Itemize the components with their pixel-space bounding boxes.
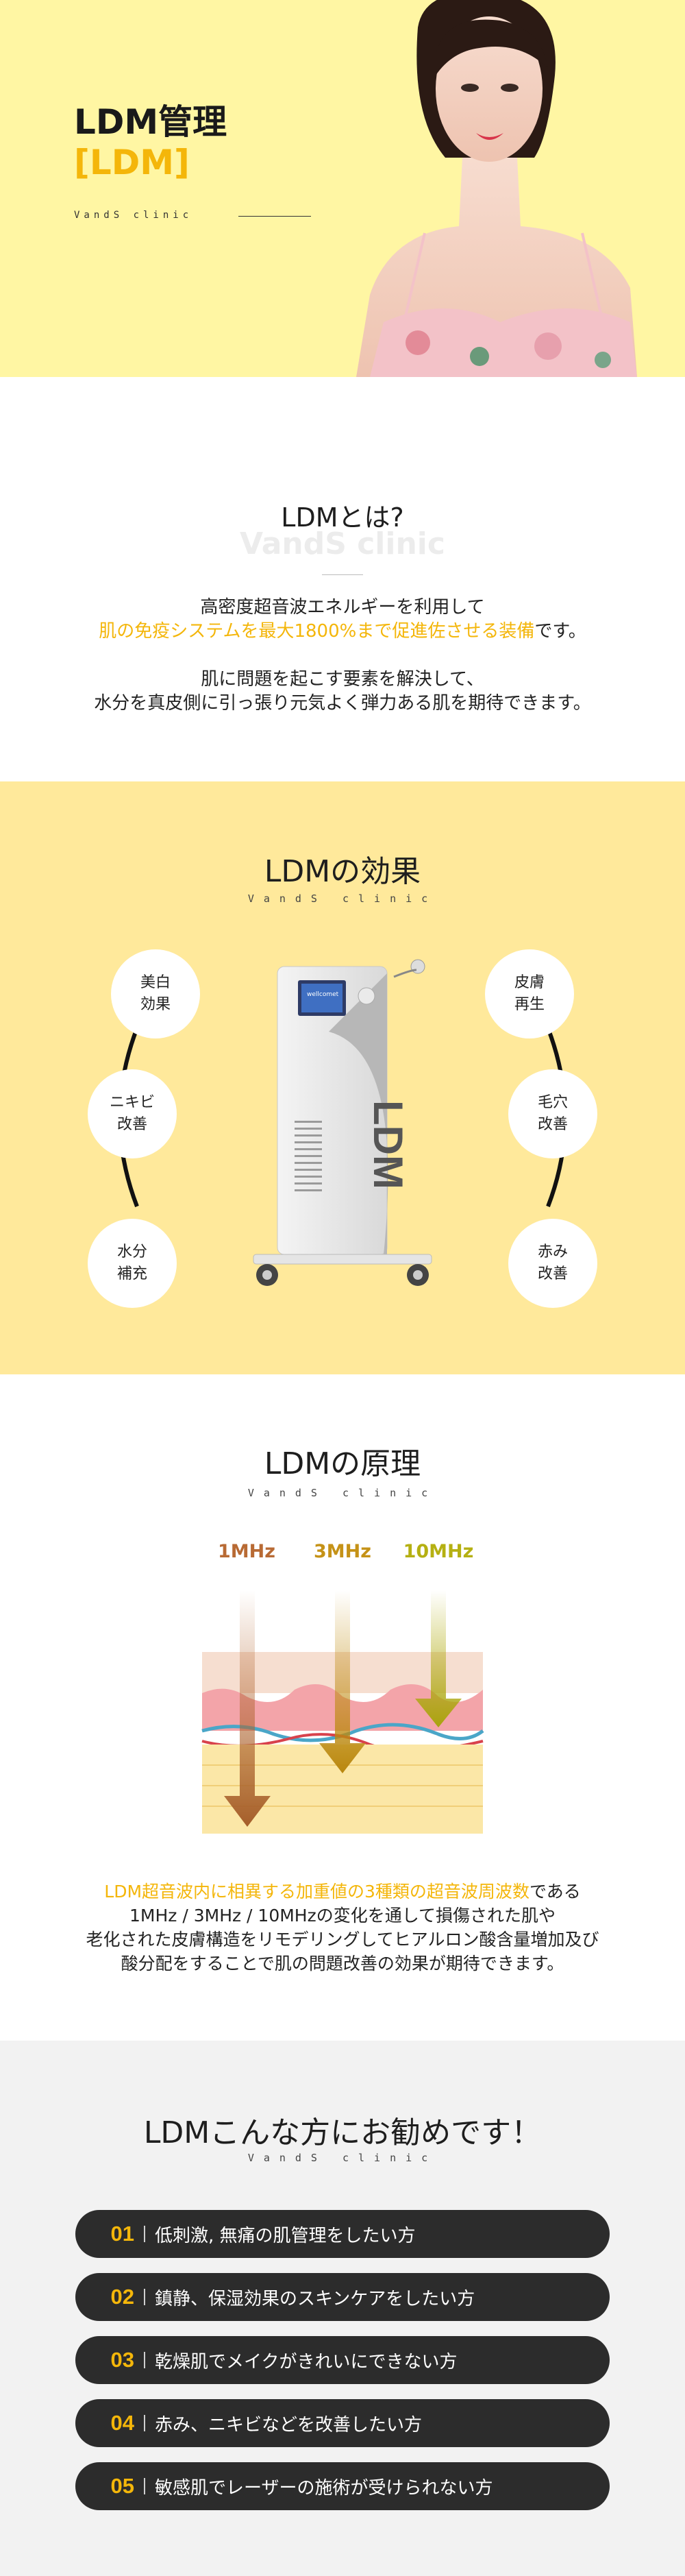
principle-title: LDMの原理 (264, 1446, 421, 1481)
skin-layer-diagram (201, 1590, 484, 1834)
principle-line-2: 1MHz / 3MHz / 10MHzの変化を通して損傷された肌や (129, 1906, 556, 1925)
recommend-brand: VandS clinic (247, 2152, 438, 2164)
effect-bubble-redness: 赤み 改善 (508, 1219, 597, 1308)
hero-brand: VandS clinic (74, 210, 193, 221)
recommend-item-divider (144, 2289, 145, 2305)
hero-subtitle: [LDM] (74, 143, 190, 182)
intro-highlight: 肌の免疫システムを最大1800%まで促進佐させる装備 (99, 621, 535, 642)
principle-brand: VandS clinic (247, 1487, 438, 1499)
recommend-item-text: 赤み、ニキビなどを改善したい方 (155, 2414, 423, 2435)
intro-title: LDMとは? (281, 502, 404, 533)
intro-line-2: 肌の免疫システムを最大1800%まで促進佐させる装備です。 (0, 617, 685, 642)
principle-line-3: 老化された皮膚構造をリモデリングしてヒアルロン酸含量増加及び (86, 1930, 599, 1949)
ldm-device-image: wellcomet LDM (253, 959, 432, 1286)
intro-line-1: 高密度超音波エネルギーを利用して (200, 597, 485, 618)
intro-line-2-rest: です。 (534, 621, 586, 642)
device-label-text: LDM (365, 1100, 411, 1189)
recommend-item-number: 01 (110, 2222, 134, 2246)
recommend-item-number: 03 (110, 2348, 134, 2372)
intro-line-4: 水分を真皮側に引っ張り元気よく弾力ある肌を期待できます。 (94, 693, 591, 714)
recommend-item: 05 敏感肌でレーザーの施術が受けられない方 (75, 2462, 610, 2510)
principle-line-1: LDM超音波内に相異する加重値の3種類の超音波周波数である (0, 1878, 685, 1903)
freq-label-3mhz: 3MHz (314, 1541, 371, 1562)
hero-section: LDM管理 [LDM] VandS clinic (0, 0, 685, 377)
recommend-item: 04 赤み、ニキビなどを改善したい方 (75, 2399, 610, 2447)
recommend-item-number: 05 (110, 2474, 134, 2498)
recommend-item: 01 低刺激, 無痛の肌管理をしたい方 (75, 2210, 610, 2258)
hero-title: LDM管理 (74, 102, 227, 142)
principle-line-4: 酸分配をすることで肌の問題改善の効果が期待できます。 (121, 1954, 564, 1973)
effect-bubble-whitening: 美白 効果 (111, 949, 200, 1038)
recommend-item-number: 02 (110, 2285, 134, 2309)
recommend-item: 03 乾燥肌でメイクがきれいにできない方 (75, 2336, 610, 2384)
freq-label-10mhz: 10MHz (403, 1541, 474, 1562)
hero-brand-line (238, 216, 311, 217)
effect-bubble-regeneration: 皮膚 再生 (485, 949, 574, 1038)
model-portrait-image (356, 0, 637, 377)
recommend-item-number: 04 (110, 2411, 134, 2435)
intro-line-3: 肌に問題を起こす要素を解決して、 (201, 669, 484, 690)
effects-section: LDMの効果 VandS clinic 美白 効果 ニキビ 改善 水分 補充 皮… (0, 781, 685, 1374)
principle-highlight: LDM超音波内に相異する加重値の3種類の超音波周波数 (104, 1882, 530, 1901)
recommend-item-text: 乾燥肌でメイクがきれいにできない方 (155, 2351, 458, 2372)
effect-bubble-pores: 毛穴 改善 (508, 1069, 597, 1158)
recommend-item: 02 鎮静、保湿効果のスキンケアをしたい方 (75, 2273, 610, 2321)
recommend-section: LDMこんな方にお勧めです！ VandS clinic 01 低刺激, 無痛の肌… (0, 2041, 685, 2576)
recommend-title: LDMこんな方にお勧めです！ (143, 2115, 542, 2150)
recommend-item-text: 低刺激, 無痛の肌管理をしたい方 (155, 2225, 416, 2246)
intro-ghost-brand: VandS clinic (240, 526, 445, 561)
freq-label-1mhz: 1MHz (218, 1541, 275, 1562)
intro-divider (322, 574, 363, 575)
recommend-item-divider (144, 2226, 145, 2242)
recommend-item-text: 敏感肌でレーザーの施術が受けられない方 (155, 2477, 493, 2499)
recommend-item-divider (144, 2415, 145, 2431)
effect-bubble-acne: ニキビ 改善 (88, 1069, 177, 1158)
principle-section: LDMの原理 VandS clinic 1MHz 3MHz 10MHz LDM超… (0, 1374, 685, 2041)
recommend-item-divider (144, 2352, 145, 2368)
principle-line-1-rest: である (529, 1882, 581, 1901)
recommend-item-divider (144, 2478, 145, 2494)
intro-section: LDMとは? VandS clinic 高密度超音波エネルギーを利用して 肌の免… (0, 377, 685, 781)
device-brand-text: wellcomet (307, 991, 339, 998)
effects-brand: VandS clinic (247, 892, 438, 905)
recommend-item-text: 鎮静、保湿効果のスキンケアをしたい方 (155, 2288, 475, 2309)
effect-bubble-hydration: 水分 補充 (88, 1219, 177, 1308)
effects-title: LDMの効果 (264, 854, 421, 889)
